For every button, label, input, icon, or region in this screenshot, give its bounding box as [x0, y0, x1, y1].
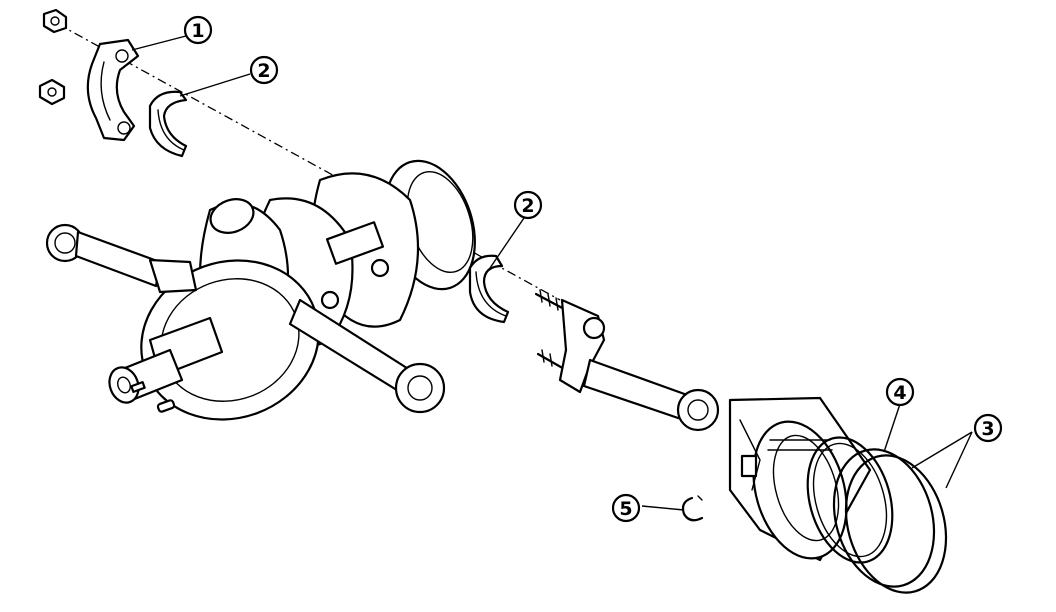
connecting-rod-exploded	[534, 289, 720, 432]
woodruff-key	[156, 399, 176, 413]
piston-ring-outer-1	[832, 448, 936, 588]
piston-ring-inner	[806, 436, 894, 564]
connecting-rod-middle	[288, 298, 446, 414]
leader-line-4	[883, 403, 901, 453]
connecting-rod-cap	[86, 38, 140, 142]
leader-line-3a	[911, 431, 973, 469]
svg-text:2: 2	[257, 60, 270, 82]
svg-text:1: 1	[191, 20, 204, 42]
callout-4: 4	[885, 377, 915, 407]
bearing-shell-lower	[468, 254, 510, 324]
connecting-rod-left	[45, 223, 198, 294]
piston	[728, 396, 872, 562]
svg-text:2: 2	[521, 195, 534, 217]
crankshaft	[108, 159, 476, 421]
svg-text:4: 4	[893, 382, 906, 404]
leader-line-3b	[945, 431, 973, 489]
callout-3: 3	[973, 413, 1003, 443]
cap-nut-upper	[42, 8, 68, 34]
svg-text:5: 5	[619, 498, 632, 520]
piston-ring-outer-2	[844, 454, 948, 594]
leader-line-2a	[179, 73, 251, 97]
svg-text:3: 3	[981, 418, 994, 440]
bearing-shell-upper	[148, 90, 188, 158]
leader-line-2b	[489, 217, 525, 269]
callout-2-upper: 2	[249, 55, 279, 85]
leader-line-1	[131, 35, 187, 51]
piston-pin-circlip	[681, 495, 704, 522]
alignment-axis-line	[57, 23, 561, 301]
callout-1: 1	[183, 15, 213, 45]
callout-5: 5	[611, 493, 641, 523]
cap-nut-lower	[38, 78, 66, 106]
callout-2-lower: 2	[513, 190, 543, 220]
leader-line-5	[641, 505, 685, 511]
